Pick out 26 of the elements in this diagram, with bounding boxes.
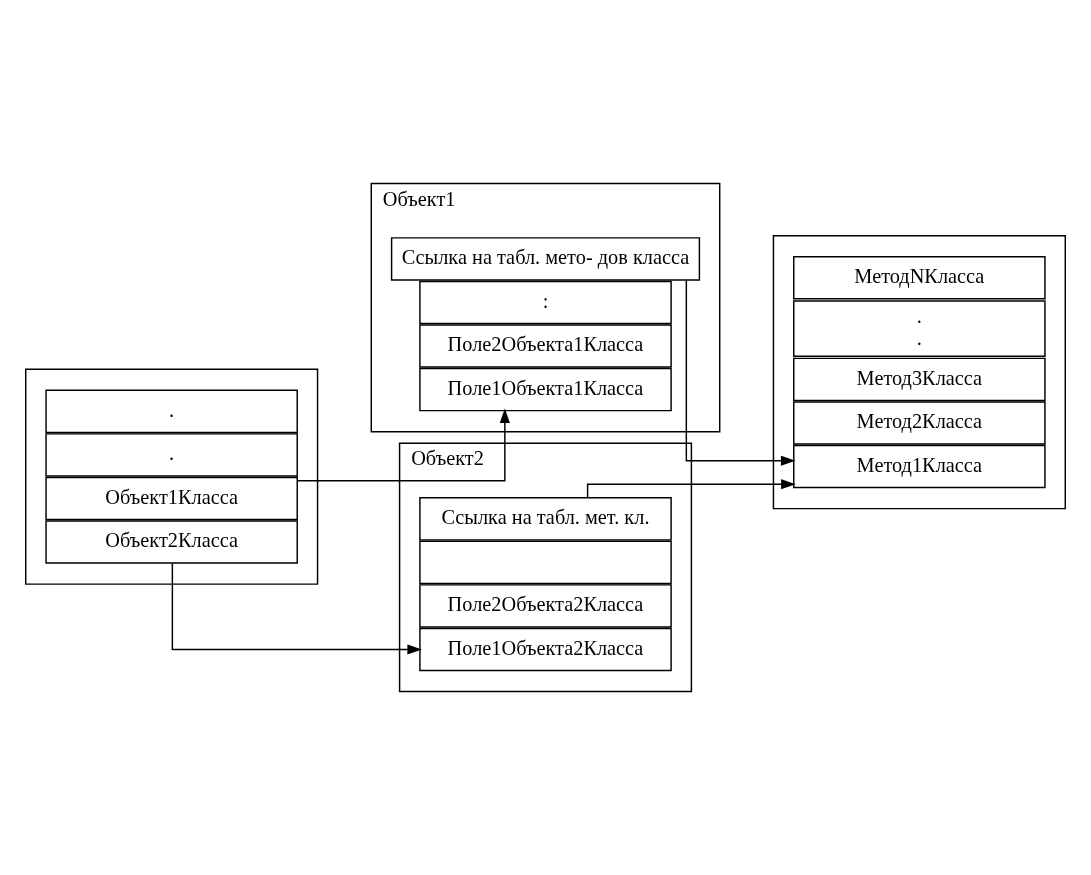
arrow xyxy=(685,279,796,466)
node-box: . xyxy=(45,389,298,434)
arrow xyxy=(296,408,510,482)
node-box: Поле1Объекта1Класса xyxy=(419,367,672,412)
node-box: МетодNКласса xyxy=(793,256,1046,300)
node-label: Объект2 xyxy=(411,447,484,470)
node-box: Поле2Объекта2Класса xyxy=(419,584,672,628)
cluster xyxy=(370,182,721,433)
node-box: Метод2Класса xyxy=(793,401,1046,445)
cluster xyxy=(772,234,1066,510)
node-box: Метод1Класса xyxy=(793,444,1046,489)
node-box: Объект1Класса xyxy=(45,476,298,521)
node-box: Поле2Объекта1Класса xyxy=(419,324,672,368)
node-box: Объект2Класса xyxy=(45,520,298,564)
node-label: Объект1 xyxy=(382,187,456,210)
node-box: Поле1Объекта2Класса xyxy=(419,627,672,672)
cluster xyxy=(25,368,319,585)
node-box: Метод3Класса xyxy=(793,357,1046,402)
node-box: Ссылка на табл. мет. кл. xyxy=(419,497,672,541)
node-box: : xyxy=(419,280,672,325)
node-box: . xyxy=(45,433,298,477)
node-box: Ссылка на табл. мето- дов класса xyxy=(390,237,701,281)
node-box: . . xyxy=(793,300,1046,357)
arrow xyxy=(171,562,422,655)
cluster xyxy=(398,442,693,693)
node-box xyxy=(419,540,672,585)
